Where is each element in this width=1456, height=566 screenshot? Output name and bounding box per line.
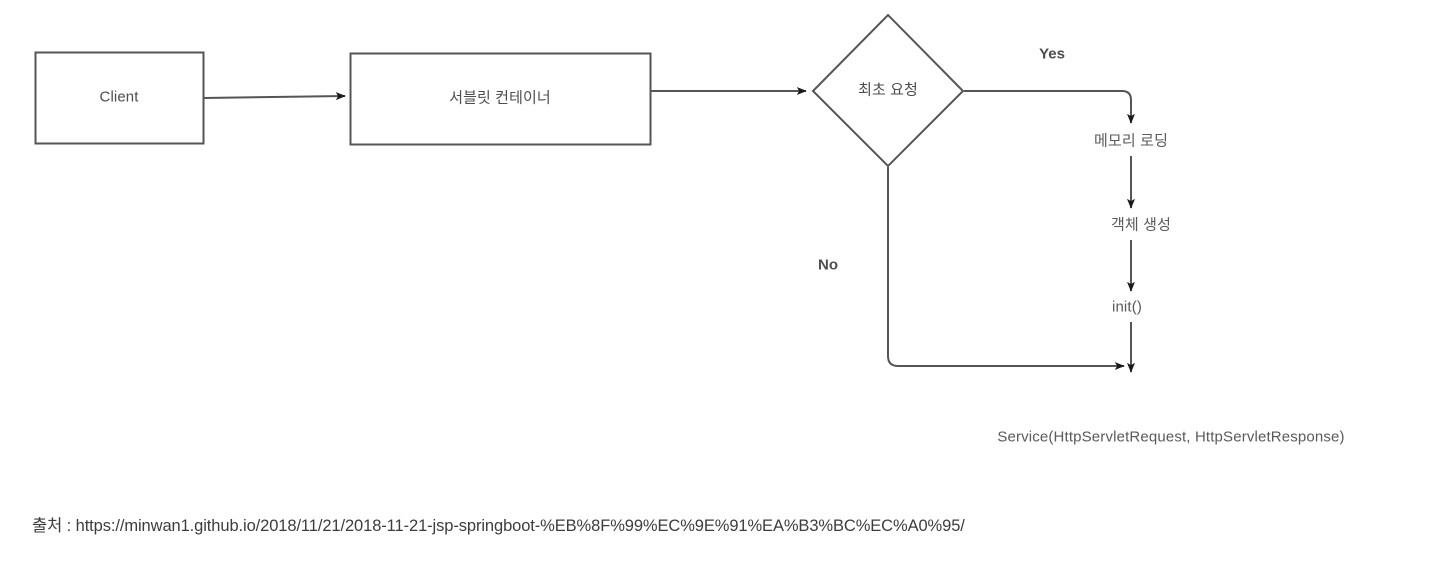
edge-no-branch [887,167,1125,370]
node-servlet-container-box [349,52,652,146]
source-caption-url: https://minwan1.github.io/2018/11/21/201… [75,517,965,535]
node-client-label: Client [99,88,139,106]
edge-label-yes: Yes [1039,45,1065,63]
edge-yes-branch [964,90,1135,124]
source-caption-prefix: 출처 : [32,517,76,535]
node-init-label: init() [1111,298,1143,316]
edge-label-no: No [818,256,838,274]
source-caption: 출처 : https://minwan1.github.io/2018/11/2… [32,512,965,536]
node-service-label: Service(HttpServletRequest, HttpServletR… [997,428,1345,446]
node-first-request-diamond [811,13,965,168]
node-servlet-container-label: 서블릿 컨테이너 [449,89,551,107]
node-object-create-label: 객체 생성 [1110,216,1172,234]
node-client-box [34,51,205,145]
node-first-request-label: 최초 요청 [858,81,918,99]
edge-client-to-container [203,92,346,101]
node-memory-load-label: 메모리 로딩 [1093,132,1169,150]
